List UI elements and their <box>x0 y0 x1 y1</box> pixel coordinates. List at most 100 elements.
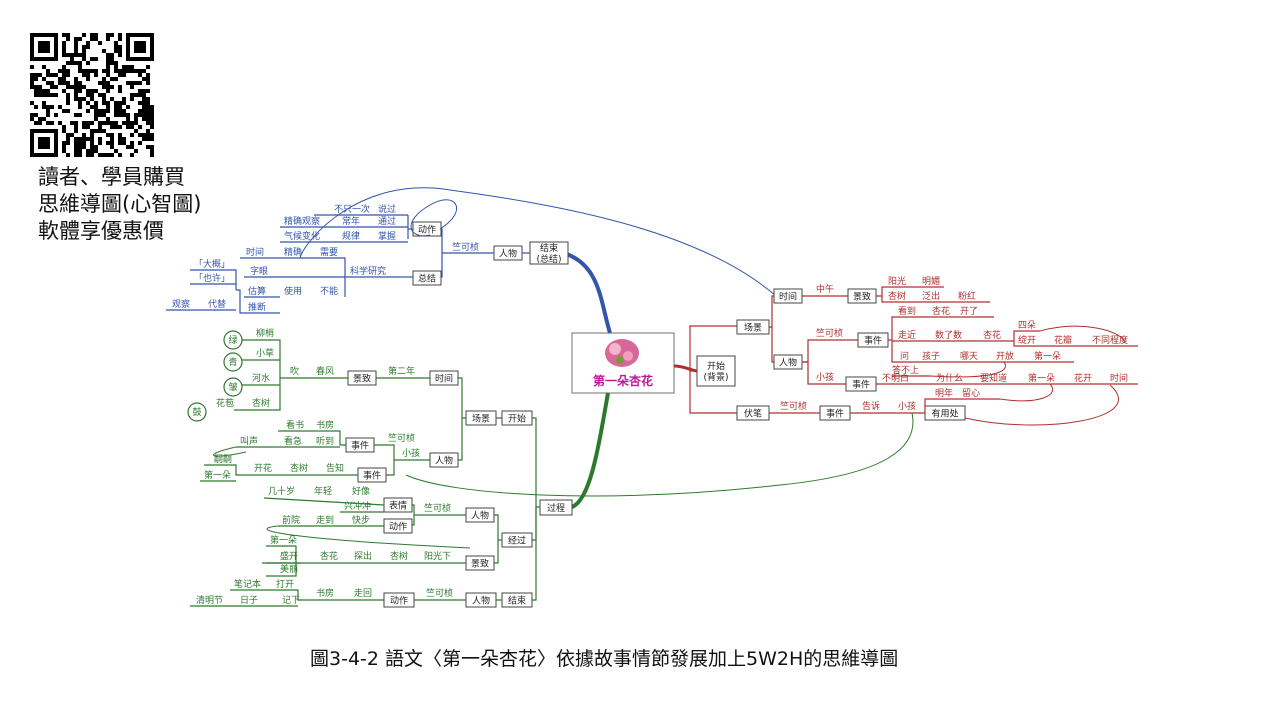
qr-module <box>74 41 78 45</box>
node-text: 精确 <box>284 246 302 258</box>
qr-module <box>74 81 78 85</box>
qr-module <box>78 69 82 73</box>
node-text: 第一朵 <box>270 534 297 546</box>
branch-line <box>441 228 446 254</box>
branch-line <box>410 199 458 237</box>
qr-module <box>138 73 142 77</box>
qr-module <box>146 133 150 137</box>
node-text: 第一朵 <box>1028 372 1055 384</box>
qr-module <box>70 53 74 57</box>
qr-module <box>98 113 102 117</box>
branch-line <box>924 398 1000 413</box>
branch-line <box>234 378 281 411</box>
node-text: 竺可桢 <box>426 587 453 599</box>
qr-module <box>58 121 62 125</box>
qr-module <box>118 141 122 145</box>
qr-module <box>82 125 86 129</box>
qr-module <box>94 145 98 149</box>
qr-module <box>82 121 86 125</box>
qr-module <box>90 97 94 101</box>
qr-module <box>146 97 150 101</box>
qr-module <box>86 109 90 113</box>
qr-module <box>146 137 150 141</box>
red-shijian-label: 时间 <box>779 291 797 303</box>
qr-module <box>122 65 126 69</box>
qr-module <box>34 93 38 97</box>
qr-module <box>130 93 134 97</box>
green-dongzuo-label: 动作 <box>389 521 407 533</box>
qr-module <box>34 105 38 109</box>
relation-arrow <box>405 412 914 497</box>
qr-module <box>130 121 134 125</box>
qr-module <box>82 141 86 145</box>
qr-module <box>134 117 138 121</box>
node-text: 代替 <box>208 298 226 310</box>
qr-module <box>142 137 146 141</box>
node-text: 竺可桢 <box>816 327 843 339</box>
qr-module <box>46 81 50 85</box>
qr-module <box>86 121 90 125</box>
qr-module <box>142 69 146 73</box>
node-text: 竺可桢 <box>388 432 415 444</box>
red-changjing-label: 场景 <box>744 323 762 334</box>
qr-module <box>50 85 54 89</box>
node-text: 几十岁 <box>268 485 295 497</box>
node-text: 打开 <box>276 578 294 590</box>
branch-line <box>532 417 540 508</box>
qr-module <box>66 53 70 57</box>
green-circle-label: 皱 <box>228 381 237 393</box>
qr-module <box>86 137 90 141</box>
node-text: 时间 <box>246 246 264 258</box>
qr-module <box>106 53 110 57</box>
branch-line <box>888 316 994 341</box>
qr-module <box>74 61 78 65</box>
qr-module <box>134 69 138 73</box>
qr-module <box>82 85 86 89</box>
relation-arrow <box>299 187 777 297</box>
branch-line <box>374 444 398 461</box>
node-text: 走近 <box>898 329 916 341</box>
qr-module <box>62 33 66 37</box>
qr-module <box>90 137 94 141</box>
qr-module <box>118 45 122 49</box>
qr-module <box>102 121 106 125</box>
qr-module <box>110 141 114 145</box>
qr-module <box>86 101 90 105</box>
qr-module <box>126 65 130 69</box>
qr-module <box>118 85 122 89</box>
qr-module <box>42 117 46 121</box>
qr-module <box>46 69 50 73</box>
qr-module <box>78 97 82 101</box>
branch-line <box>1013 341 1138 347</box>
node-text: 不明白 <box>882 372 909 384</box>
qr-module <box>78 61 82 65</box>
qr-module <box>142 117 146 121</box>
node-text: 要知道 <box>980 372 1007 384</box>
qr-module <box>126 69 130 73</box>
qr-module <box>98 121 102 125</box>
qr-module <box>30 73 34 77</box>
qr-module <box>134 149 138 153</box>
qr-module <box>82 33 86 37</box>
qr-module <box>134 113 138 117</box>
qr-module <box>74 53 78 57</box>
qr-module <box>38 73 42 77</box>
branch-line <box>236 289 244 314</box>
red-fubi-shijian-label: 事件 <box>826 408 844 420</box>
qr-module <box>138 81 142 85</box>
qr-module <box>62 53 66 57</box>
node-text: 看书 <box>286 419 304 431</box>
qr-module <box>90 93 94 97</box>
qr-module <box>62 77 66 81</box>
qr-module <box>86 69 90 73</box>
qr-module <box>70 61 74 65</box>
qr-module <box>62 45 66 49</box>
branch-line <box>278 430 346 446</box>
node-text: 需要 <box>320 247 338 258</box>
branch-line <box>881 296 990 303</box>
main-branch-blue <box>559 250 612 334</box>
qr-module <box>138 69 142 73</box>
qr-module <box>150 121 154 125</box>
node-text: 常年 <box>342 215 360 227</box>
qr-module <box>150 113 154 117</box>
